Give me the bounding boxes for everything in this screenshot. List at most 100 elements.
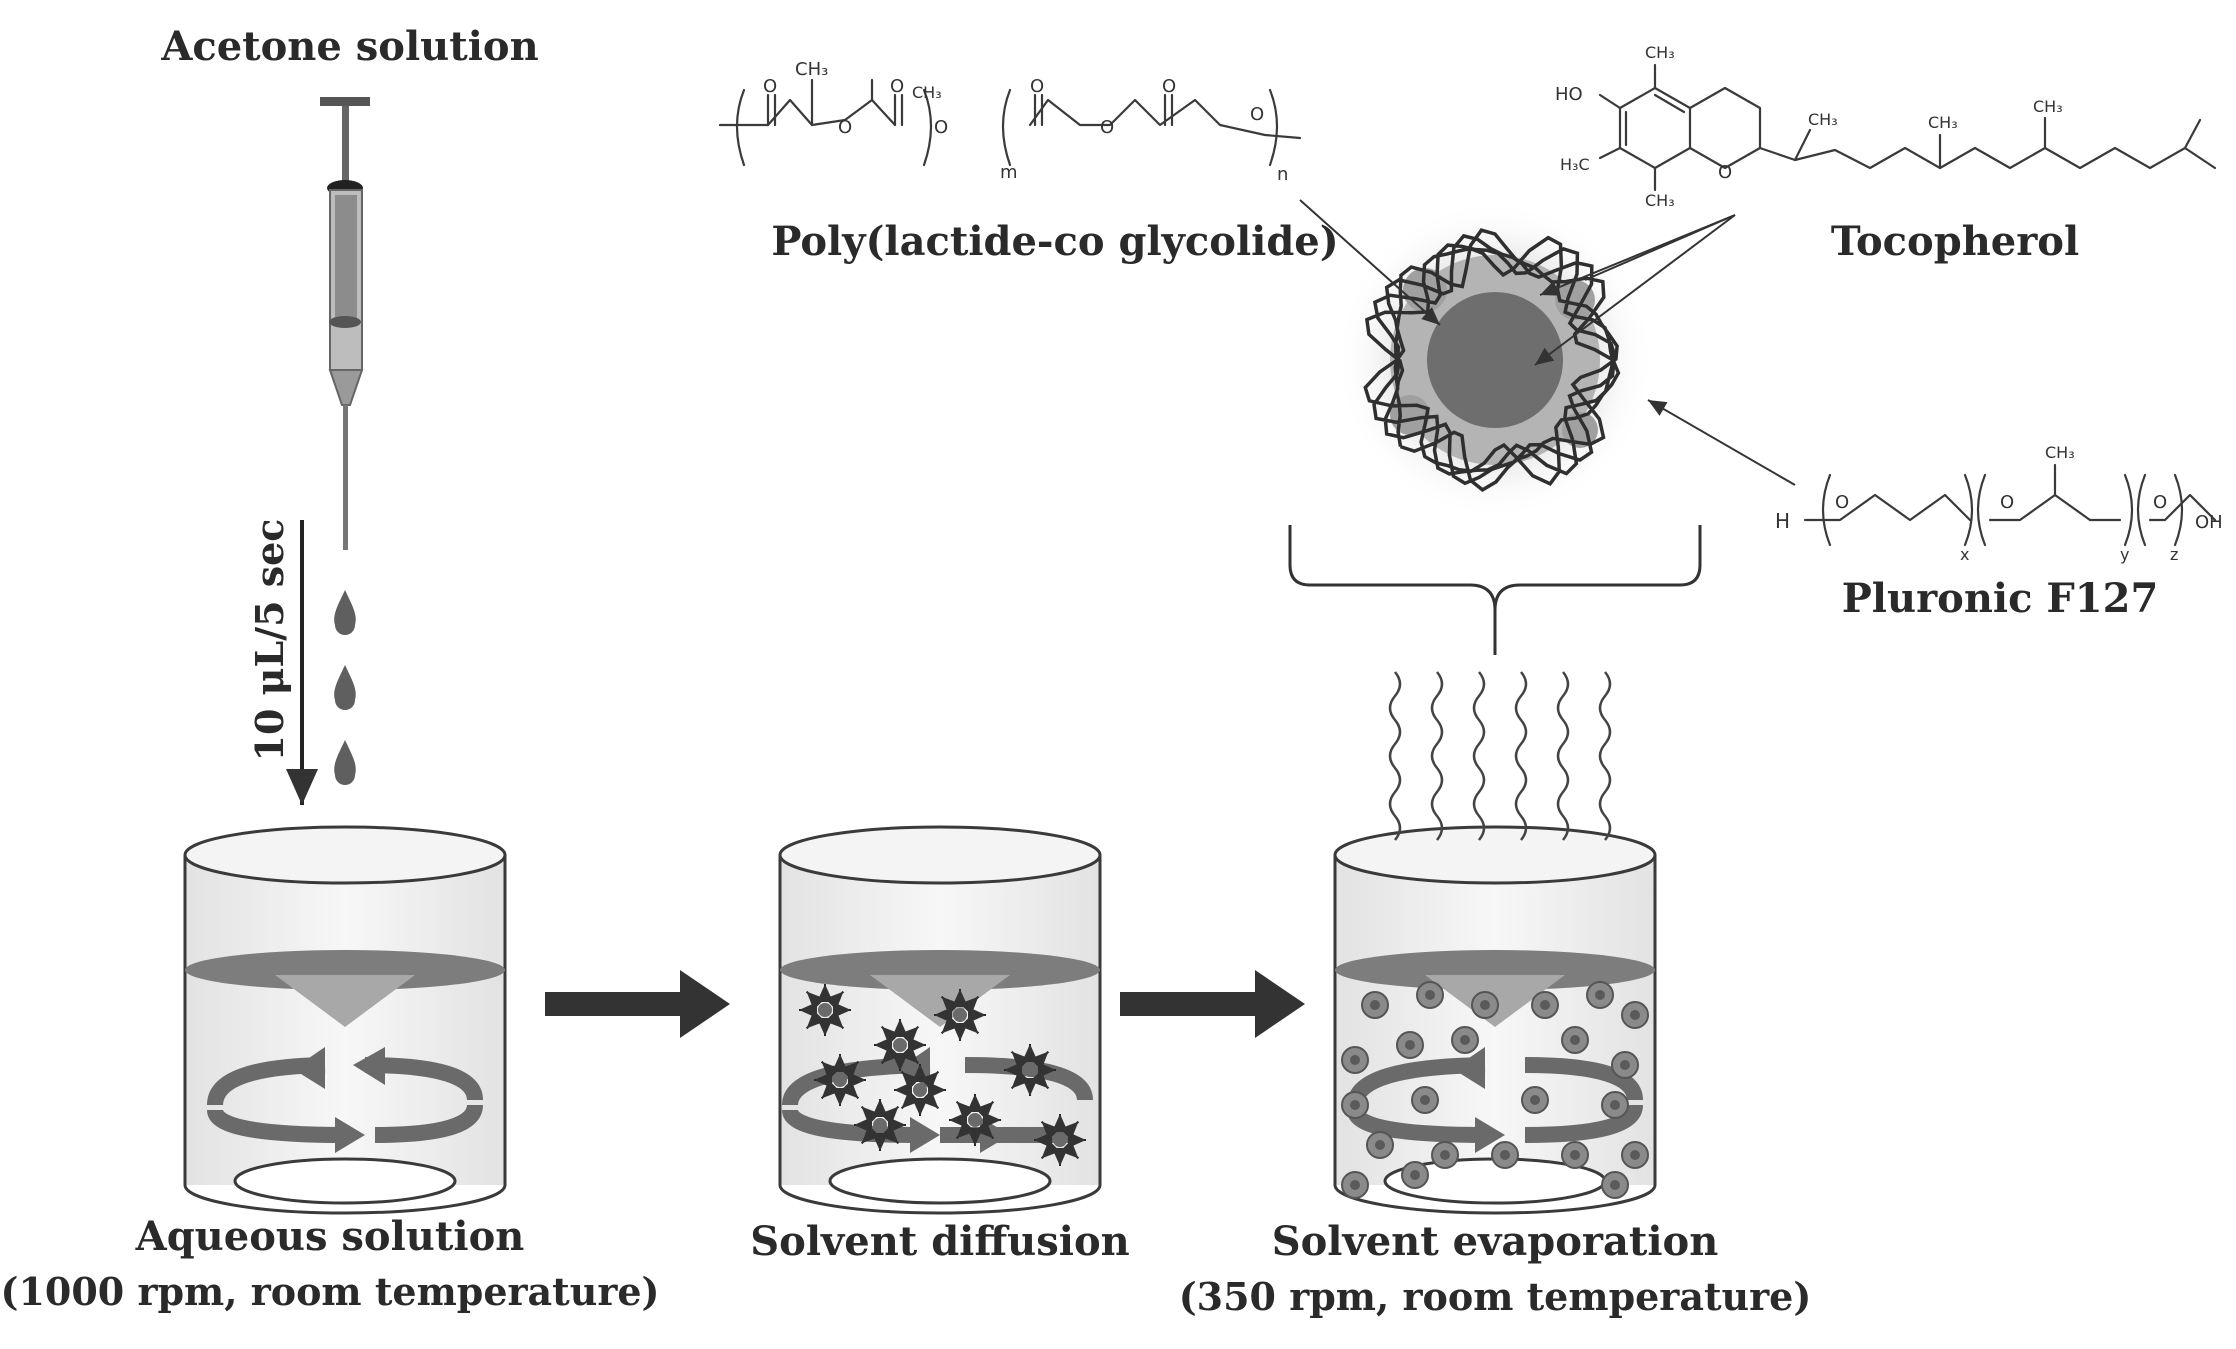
nanoparticle [1451, 1026, 1479, 1054]
svg-text:CH₃: CH₃ [1808, 110, 1838, 129]
nanoparticle [1611, 1051, 1639, 1079]
syringe-icon [320, 97, 370, 550]
stir-arrow-icon [207, 1047, 483, 1153]
vapor-wave [1388, 671, 1402, 841]
svg-text:O: O [1250, 104, 1264, 125]
step1-title: Aqueous solution [135, 1213, 525, 1260]
nanoparticle [1361, 991, 1389, 1019]
nanoparticle [1531, 991, 1559, 1019]
svg-text:CH₃: CH₃ [1645, 191, 1675, 210]
svg-text:O: O [838, 117, 852, 138]
svg-text:y: y [2120, 545, 2129, 564]
svg-text:CH₃: CH₃ [2045, 443, 2075, 462]
svg-text:O: O [1718, 162, 1732, 183]
nanoparticle [1521, 1086, 1549, 1114]
nanoparticle [1491, 1141, 1519, 1169]
burst [1034, 1114, 1086, 1166]
svg-text:CH₃: CH₃ [1928, 113, 1958, 132]
nanoparticle [1586, 981, 1614, 1009]
nanoparticle [1401, 1161, 1429, 1189]
acetone-label: Acetone solution [160, 23, 538, 70]
droplet-icon [334, 590, 356, 785]
plga-label: Poly(lactide-co glycolide) [771, 218, 1338, 265]
pluronic-label: Pluronic F127 [1842, 575, 2159, 622]
svg-text:O: O [1835, 492, 1849, 513]
nanoparticle [1411, 1086, 1439, 1114]
pluronic-structure: H O x CH₃ O y O z OH [1775, 443, 2223, 564]
svg-text:O: O [2000, 492, 2014, 513]
svg-text:H₃C: H₃C [1560, 155, 1590, 174]
step3-title: Solvent evaporation [1272, 1218, 1719, 1265]
nanoparticle [1341, 1091, 1369, 1119]
beaker-evaporation [1333, 825, 1657, 1215]
tocopherol-label: Tocopherol [1831, 218, 2079, 265]
burst [949, 1094, 1001, 1146]
svg-text:O: O [1162, 76, 1176, 97]
nanoparticle [1621, 1141, 1649, 1169]
svg-text:CH₃: CH₃ [912, 83, 942, 102]
svg-text:O: O [2153, 492, 2167, 513]
vapor-wave [1430, 671, 1444, 841]
pluronic-pointer [1647, 399, 1796, 486]
svg-text:O: O [1030, 76, 1044, 97]
nanoparticle [1341, 1171, 1369, 1199]
tocopherol-pointer-core [1534, 214, 1736, 366]
process-arrow-icon [545, 970, 730, 1038]
nanoparticle [1431, 1141, 1459, 1169]
beaker-icon [778, 825, 1102, 1215]
tocopherol-pointer-shell2 [1584, 214, 1736, 281]
svg-text:H: H [1775, 509, 1790, 533]
svg-text:CH₃: CH₃ [2033, 97, 2063, 116]
brace [1288, 525, 1702, 655]
burst [934, 989, 986, 1041]
svg-text:O: O [1100, 117, 1114, 138]
nanoparticle [1366, 1131, 1394, 1159]
step1-subtitle: (1000 rpm, room temperature) [0, 1269, 659, 1314]
process-arrow-icon [1120, 970, 1305, 1038]
svg-text:HO: HO [1555, 84, 1583, 105]
nanoparticle [1561, 1026, 1589, 1054]
vapor-wave [1514, 671, 1528, 841]
beaker-aqueous [183, 825, 507, 1215]
tocopherol-structure: HO CH₃ H₃C CH₃ O CH₃ CH₃ CH₃ [1555, 43, 2217, 210]
nanoparticle [1471, 991, 1499, 1019]
burst [1004, 1044, 1056, 1096]
burst [894, 1064, 946, 1116]
vapor-wave [1556, 671, 1570, 841]
flow-rate-label: 10 μL/5 sec [247, 519, 292, 762]
svg-text:O: O [934, 117, 948, 138]
step2-title: Solvent diffusion [750, 1218, 1130, 1265]
nanoparticle [1621, 1001, 1649, 1029]
plga-pointer [1299, 199, 1441, 326]
beaker-icon [183, 825, 507, 1215]
svg-text:m: m [1000, 162, 1018, 183]
vapor-icon [1388, 671, 1612, 841]
vapor-wave [1598, 671, 1612, 841]
svg-text:O: O [763, 76, 777, 97]
nanoparticle [1601, 1091, 1629, 1119]
burst [799, 984, 851, 1036]
polymer-chain-tangle [1363, 228, 1621, 493]
diffusion-burst-group [799, 984, 1086, 1166]
svg-text:OH: OH [2195, 512, 2223, 533]
nanoparticle [1416, 981, 1444, 1009]
svg-text:CH₃: CH₃ [795, 59, 828, 80]
nanoparticle [1601, 1171, 1629, 1199]
svg-text:n: n [1277, 164, 1288, 185]
svg-text:CH₃: CH₃ [1645, 43, 1675, 62]
nanoparticle-icon [1335, 200, 1655, 520]
burst [814, 1054, 866, 1106]
nanoparticle [1341, 1046, 1369, 1074]
burst [854, 1099, 906, 1151]
nanoparticle [1396, 1031, 1424, 1059]
svg-text:O: O [890, 76, 904, 97]
svg-text:z: z [2170, 545, 2178, 564]
beaker-diffusion [778, 825, 1102, 1215]
nanoparticle [1561, 1141, 1589, 1169]
vapor-wave [1472, 671, 1486, 841]
plga-structure: O CH₃ O O CH₃ O O O O O m n [718, 59, 1302, 185]
burst [874, 1019, 926, 1071]
step3-subtitle: (350 rpm, room temperature) [1179, 1274, 1812, 1319]
svg-text:x: x [1960, 545, 1969, 564]
